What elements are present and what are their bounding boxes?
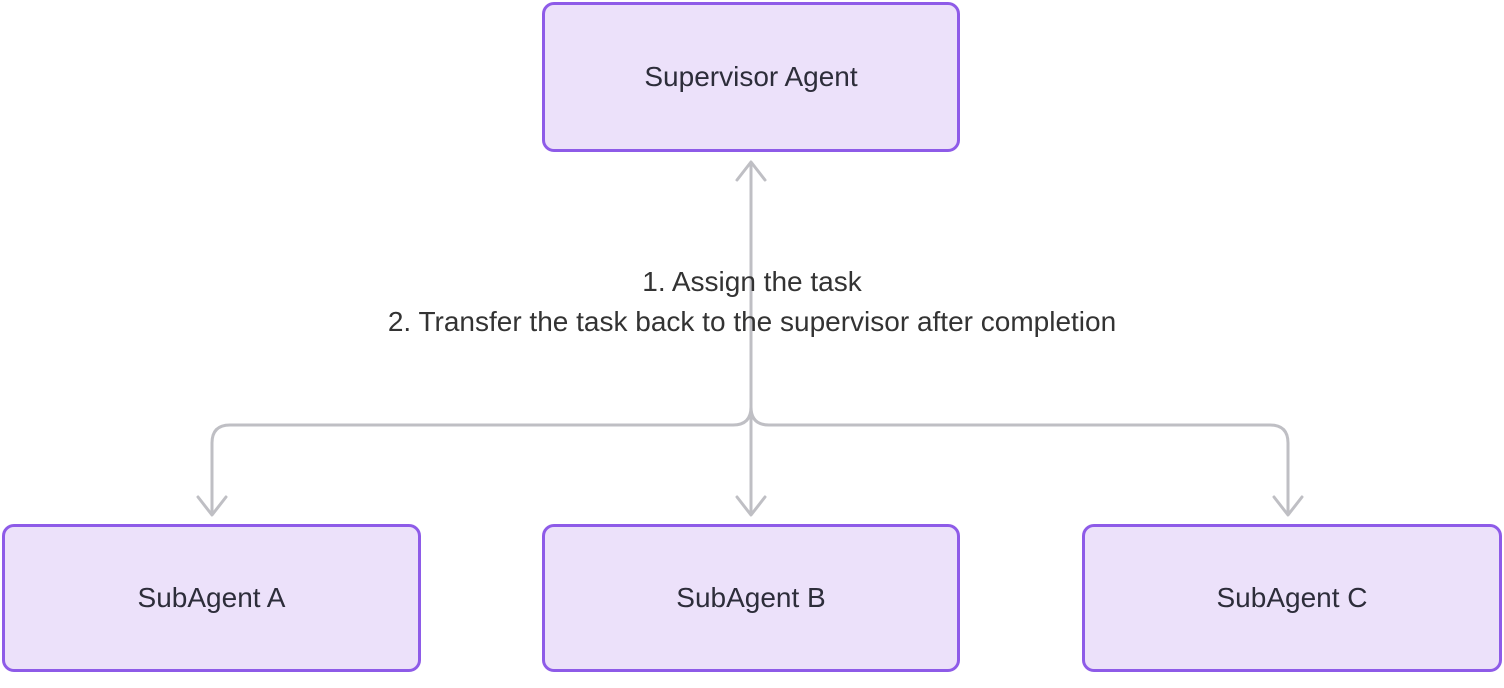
node-subagent-b: SubAgent B [542, 524, 960, 672]
node-supervisor-agent-label: Supervisor Agent [644, 61, 858, 92]
node-supervisor-agent: Supervisor Agent [542, 2, 960, 152]
node-subagent-a: SubAgent A [2, 524, 421, 672]
node-subagent-b-label: SubAgent B [676, 582, 826, 613]
node-subagent-c-label: SubAgent C [1216, 582, 1368, 613]
edge-label-line-2: 2. Transfer the task back to the supervi… [387, 306, 1117, 337]
edge-down-to-subagent-c [749, 405, 1304, 517]
node-subagent-c: SubAgent C [1082, 524, 1502, 672]
edge-down-to-subagent-a [196, 405, 753, 517]
edge-down-to-subagent-b [735, 423, 767, 517]
edge-label-line-1: 1. Assign the task [642, 266, 862, 297]
node-subagent-a-label: SubAgent A [137, 582, 286, 613]
edge-up-to-supervisor-arrow [735, 160, 767, 427]
edge-label: 1. Assign the task 2. Transfer the task … [0, 262, 1504, 342]
